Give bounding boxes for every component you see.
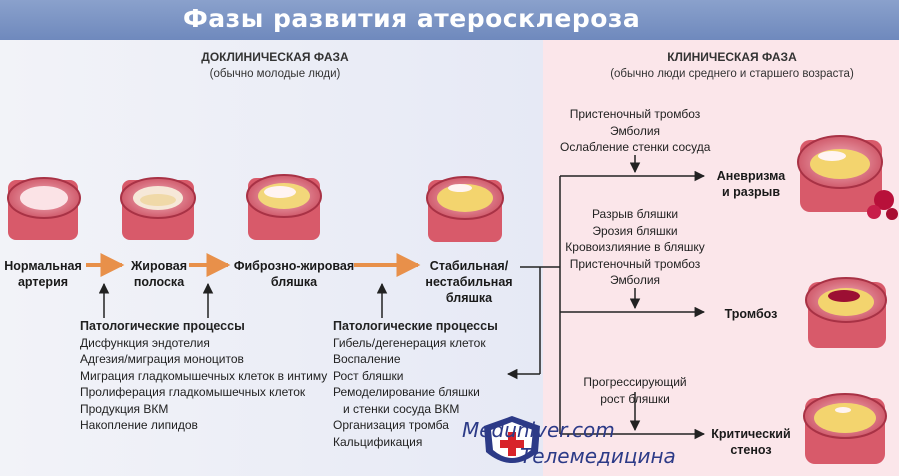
watermark-tagline: Телемедицина — [520, 444, 676, 468]
watermark-shield-icon — [484, 416, 540, 463]
preclinical-sub: (обычно молодые люди) — [209, 68, 341, 80]
artery-fatty-icon — [120, 177, 196, 240]
processes-stable-list: Патологические процессы Гибель/дегенерац… — [333, 319, 498, 449]
preclinical-heading: ДОКЛИНИЧЕСКАЯ ФАЗА — [201, 50, 349, 64]
artery-thrombosis-icon — [805, 277, 887, 348]
artery-fibro-icon — [246, 174, 322, 240]
processes-preclinical-list: Патологические процессы Дисфункция эндот… — [80, 319, 328, 432]
artery-stenosis-icon — [803, 393, 887, 464]
preclinical-panel — [0, 40, 543, 476]
processes-preclinical-heading: Патологические процессы — [80, 319, 245, 333]
page-title: Фазы развития атеросклероза — [183, 4, 641, 33]
processes-stable-heading: Патологические процессы — [333, 319, 498, 333]
artery-normal-icon — [7, 177, 81, 240]
outcome-thrombosis-label: Тромбоз — [724, 307, 778, 321]
artery-stable-icon — [426, 176, 504, 242]
artery-aneurysm-icon — [797, 135, 898, 220]
clinical-heading: КЛИНИЧЕСКАЯ ФАЗА — [667, 50, 797, 64]
title-bar — [0, 0, 899, 40]
watermark-site: Meduniver.com — [462, 418, 615, 442]
clinical-sub: (обычно люди среднего и старшего возраст… — [610, 68, 854, 80]
